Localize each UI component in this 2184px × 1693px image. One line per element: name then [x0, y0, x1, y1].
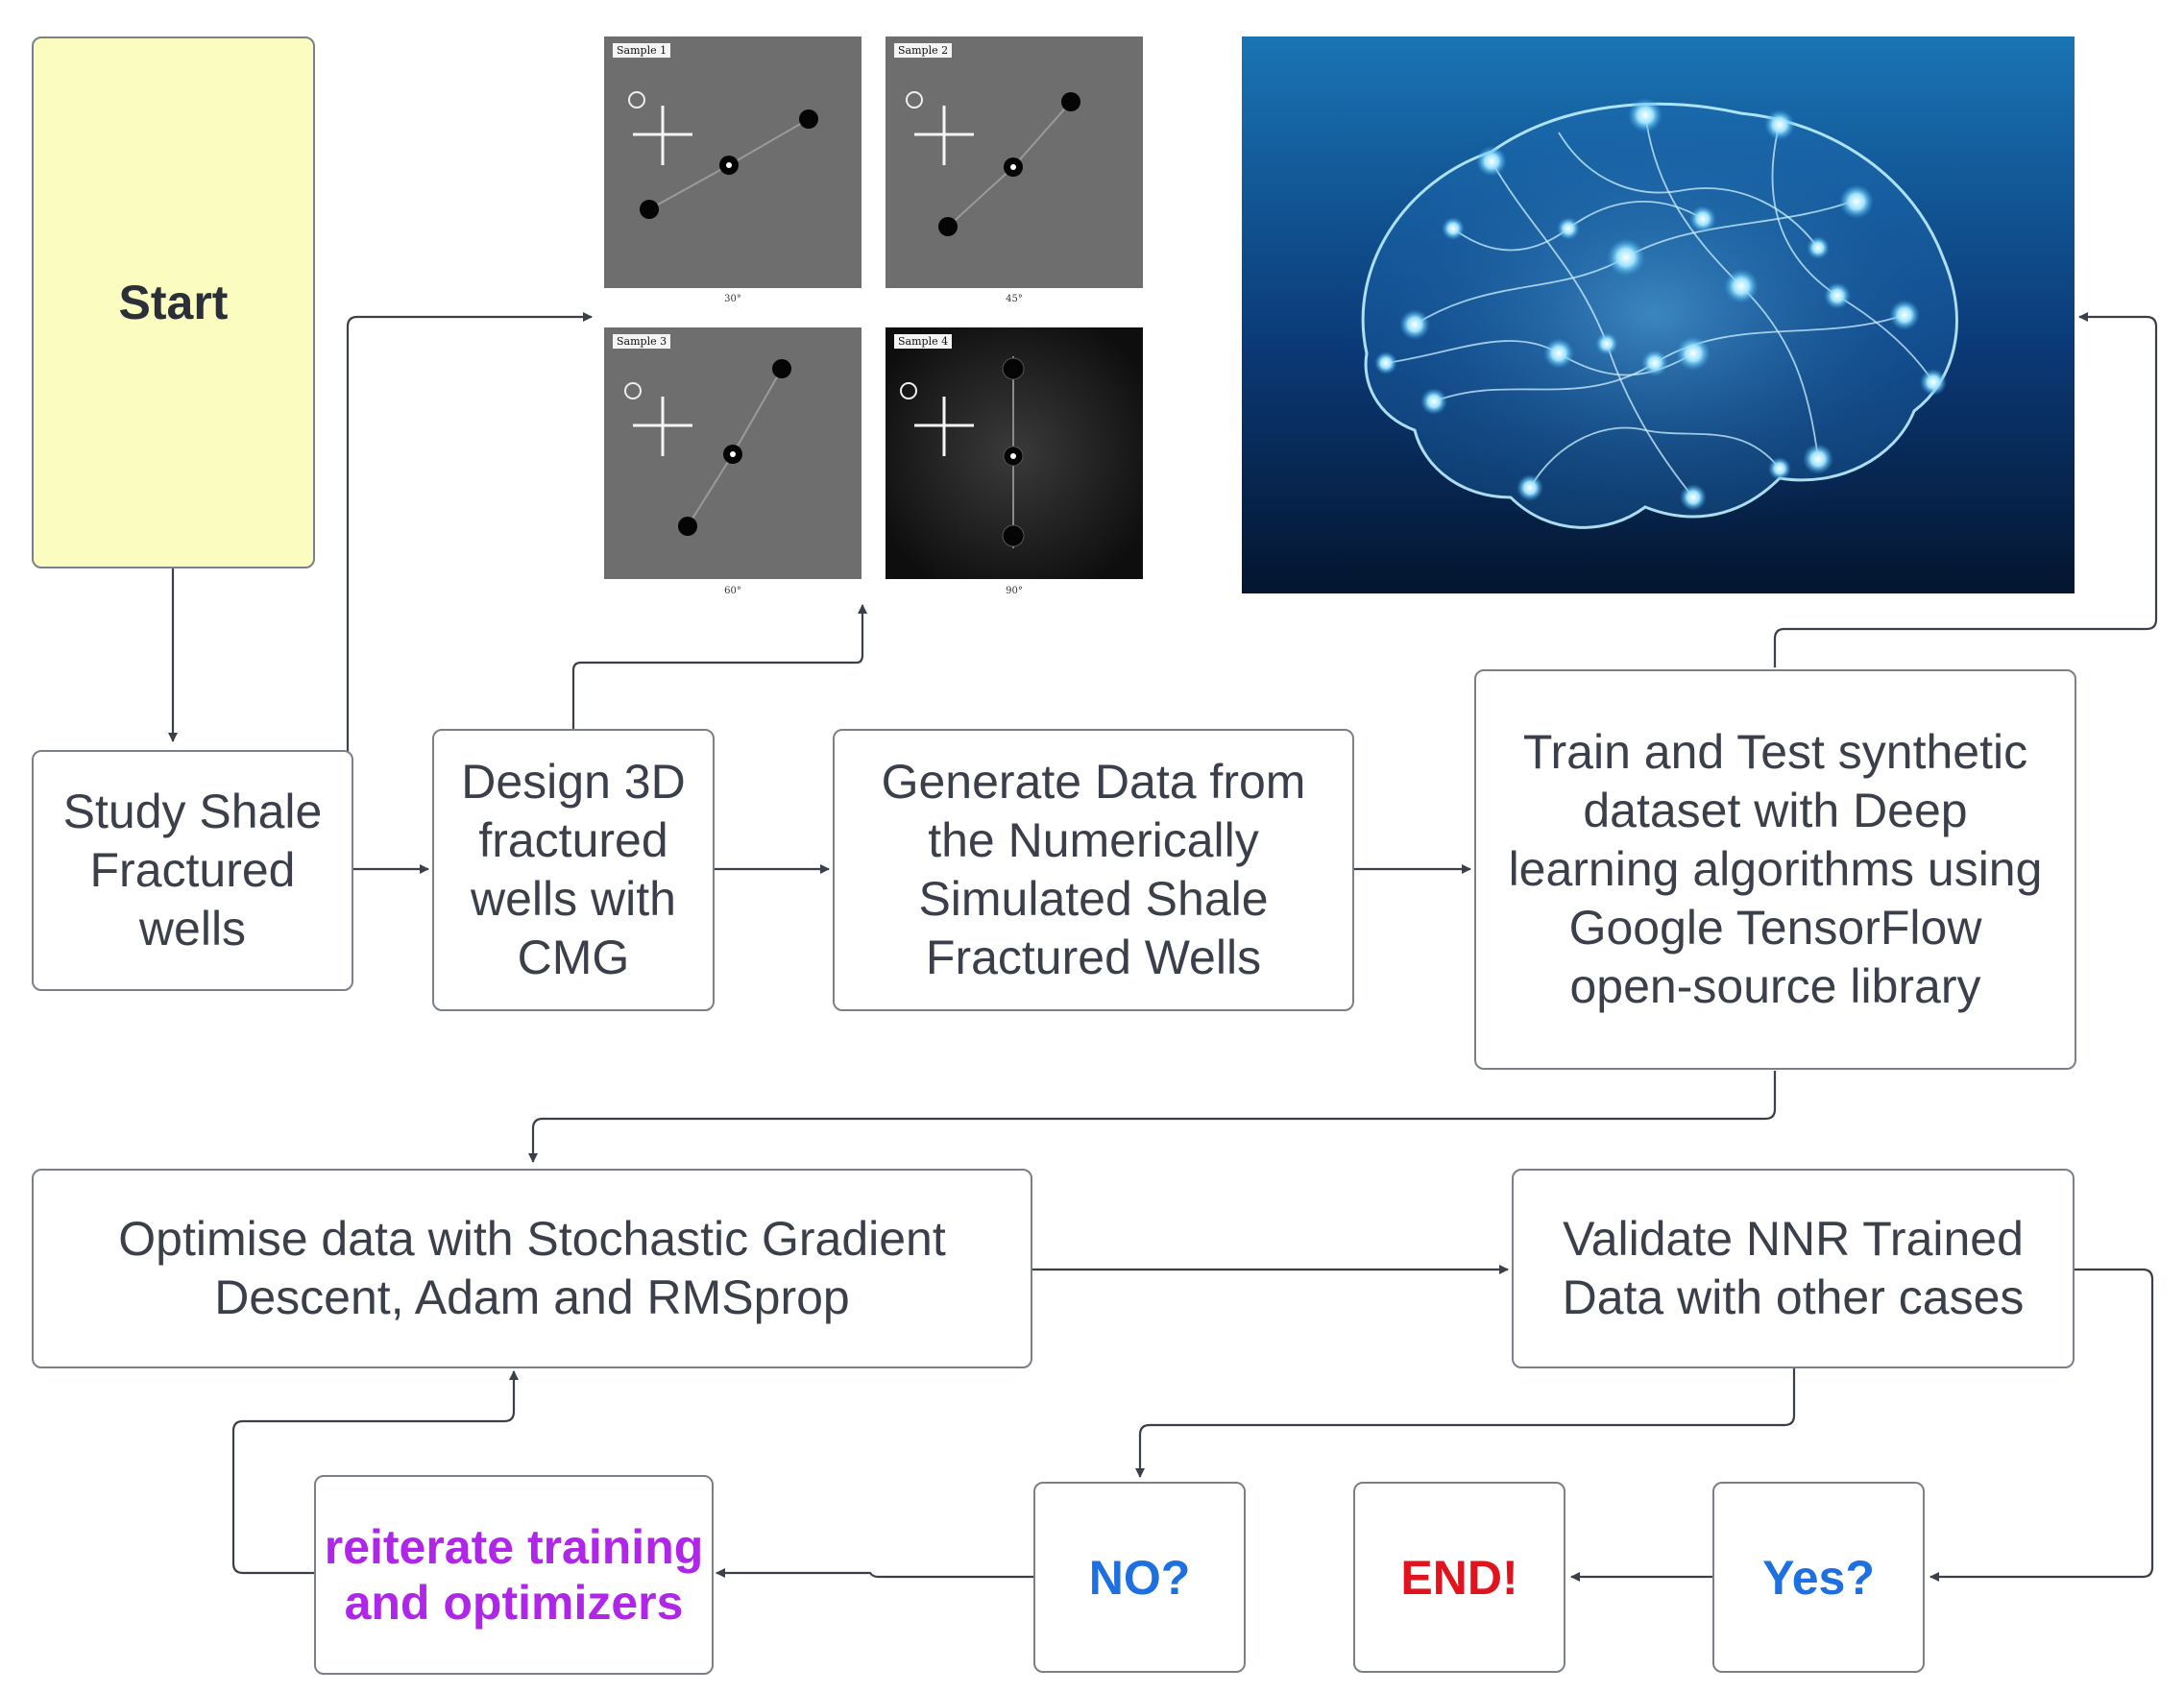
end-node: END! — [1353, 1482, 1565, 1673]
neural-network-brain-image — [1242, 36, 2075, 593]
optimise-label: Optimise data with Stochastic Gradient D… — [118, 1212, 946, 1324]
sample-3-tag: Sample 3 — [613, 334, 671, 349]
start-node: Start — [32, 36, 315, 568]
reiterate-label: reiterate training and optimizers — [324, 1520, 704, 1630]
arrow-study-to-samples — [346, 312, 593, 754]
train-label: Train and Test synthetic dataset with De… — [1508, 725, 2043, 1013]
sample-1-tag: Sample 1 — [613, 43, 671, 58]
sample-4-image — [886, 327, 1143, 579]
sample-3-image — [624, 359, 791, 536]
start-label: Start — [118, 275, 229, 329]
generate-node: Generate Data from the Numerically Simul… — [833, 729, 1354, 1011]
sample-1-image — [628, 91, 818, 219]
validate-label: Validate NNR Trained Data with other cas… — [1562, 1212, 2025, 1324]
end-label: END! — [1400, 1550, 1518, 1605]
train-node: Train and Test synthetic dataset with De… — [1474, 669, 2076, 1070]
arrow-design-to-samples — [571, 604, 867, 730]
reiterate-node: reiterate training and optimizers — [314, 1475, 714, 1675]
sample-4-tag: Sample 4 — [894, 334, 953, 349]
no-label: NO? — [1088, 1550, 1191, 1605]
design-node: Design 3D fractured wells with CMG — [432, 729, 715, 1011]
sample-panel-2: Sample 2 — [886, 36, 1143, 288]
optimise-node: Optimise data with Stochastic Gradient D… — [32, 1169, 1032, 1368]
validate-node: Validate NNR Trained Data with other cas… — [1512, 1169, 2075, 1368]
study-node: Study Shale Fractured wells — [32, 750, 353, 991]
arrow-train-to-optimise — [528, 1071, 1777, 1163]
sample-panel-4: Sample 4 — [886, 327, 1143, 579]
sample-3-caption: 60° — [724, 586, 741, 596]
sample-panel-1: Sample 1 — [604, 36, 861, 288]
arrow-no-to-reiterate — [716, 1568, 1033, 1579]
design-label: Design 3D fractured wells with CMG — [461, 755, 686, 984]
arrow-validate-to-no — [1135, 1368, 1796, 1478]
sample-2-tag: Sample 2 — [894, 43, 953, 58]
sample-1-caption: 30° — [724, 294, 741, 304]
generate-label: Generate Data from the Numerically Simul… — [881, 755, 1306, 984]
yes-label: Yes? — [1762, 1550, 1875, 1605]
sample-4-caption: 90° — [1006, 586, 1023, 596]
yes-decision-node: Yes? — [1712, 1482, 1925, 1673]
study-label: Study Shale Fractured wells — [62, 785, 323, 955]
sample-2-image — [906, 91, 1080, 236]
no-decision-node: NO? — [1033, 1482, 1246, 1673]
sample-panel-3: Sample 3 — [604, 327, 861, 579]
sample-2-caption: 45° — [1006, 294, 1023, 304]
